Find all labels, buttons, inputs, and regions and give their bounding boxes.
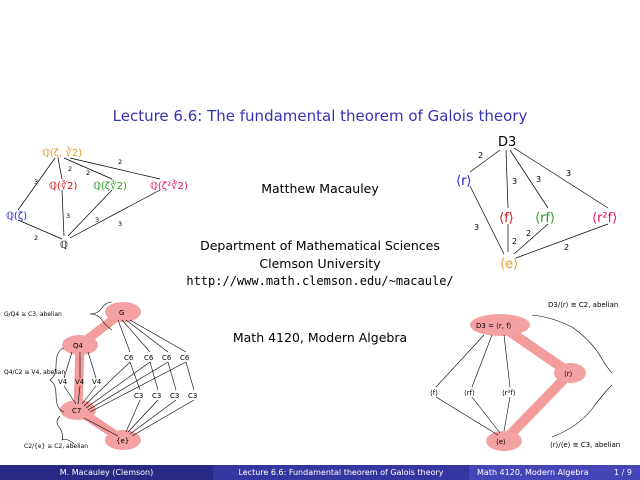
node-C6: C6 (144, 354, 154, 362)
annotation-bottom: C2/{e} ≅ C2, abelian (24, 443, 88, 450)
node-e: {e} (116, 437, 129, 445)
node-C6: C6 (124, 354, 134, 362)
edge-label: 3 (34, 178, 38, 186)
edge-label: 2 (86, 169, 90, 177)
slide-footer: M. Macauley (Clemson) Lecture 6.6: Funda… (0, 465, 640, 480)
edge-label: 3 (474, 223, 479, 232)
homepage-url: http://www.math.clemson.edu/~macaule/ (186, 274, 454, 288)
node-C6: C6 (162, 354, 172, 362)
node-V4: V4 (92, 378, 102, 386)
annotation-top: G/Q4 ≅ C3, abelian (4, 311, 62, 318)
node-r: ⟨r⟩ (564, 370, 573, 378)
footer-lecture: Lecture 6.6: Fundamental theorem of Galo… (213, 465, 469, 480)
chain-node-top (470, 314, 530, 336)
field-left-label: ℚ(ζ) (6, 211, 27, 222)
footer-page-number: 1 / 9 (614, 468, 632, 477)
chain-node-e (105, 430, 141, 450)
edge-label: 3 (536, 175, 541, 184)
d3-chain-lattice: D3 = ⟨r, f⟩ ⟨r⟩ ⟨f⟩ ⟨rf⟩ ⟨r²f⟩ ⟨e⟩ D3/⟨r… (430, 301, 620, 451)
annotation-mid: Q4/C2 ≅ V4, abelian (4, 369, 65, 376)
edge-label: 2 (512, 237, 517, 246)
node-Q4: Q4 (73, 342, 84, 350)
slide-title: Lecture 6.6: The fundamental theorem of … (112, 107, 528, 125)
edge-label: 2 (478, 151, 483, 160)
field-mid3-label: ℚ(ζ²∛2) (150, 179, 188, 192)
node-f: ⟨f⟩ (430, 389, 438, 397)
chain-node-e (486, 431, 522, 451)
edge-label: 2 (564, 243, 569, 252)
edge-label: 3 (66, 212, 70, 220)
node-C3: C3 (152, 392, 161, 400)
chain-node-r (554, 363, 586, 383)
edge-label: 3 (95, 216, 99, 224)
edge-label: 2 (118, 158, 122, 166)
group-rf-label: ⟨rf⟩ (535, 211, 555, 226)
node-r2f: ⟨r²f⟩ (502, 389, 516, 397)
field-top-label: ℚ(ζ, ∛2) (42, 146, 82, 159)
department: Department of Mathematical Sciences (200, 238, 440, 253)
field-bottom-label: ℚ (60, 240, 68, 251)
footer-author: M. Macauley (Clemson) (0, 465, 213, 480)
course-name: Math 4120, Modern Algebra (232, 330, 408, 345)
field-mid1-label: ℚ(∛2) (49, 179, 78, 192)
author-name: Matthew Macauley (261, 181, 379, 196)
node-C3: C3 (134, 392, 143, 400)
chain-node-Q4 (62, 335, 98, 355)
node-V4: V4 (75, 378, 85, 386)
node-V4: V4 (58, 378, 68, 386)
footer-course: Math 4120, Modern Algebra (477, 468, 589, 477)
field-mid2-label: ℚ(ζ∛2) (93, 179, 127, 192)
chain-node-C7 (60, 400, 96, 420)
edge-label: 3 (566, 169, 571, 178)
group-e-label: ⟨e⟩ (500, 257, 518, 272)
annotation-bottom: ⟨r⟩/⟨e⟩ ≅ C3, abelian (550, 441, 620, 449)
edge-label: 3 (512, 177, 517, 186)
edge-label: 2 (34, 234, 38, 242)
edge-label: 2 (68, 165, 72, 173)
node-rf: ⟨rf⟩ (464, 389, 475, 397)
annotation-top: D3/⟨r⟩ ≅ C2, abelian (548, 301, 618, 309)
group-lattice-diagram: D3 ⟨r⟩ ⟨f⟩ ⟨rf⟩ ⟨r²f⟩ ⟨e⟩ 2 3 3 3 3 2 2 … (456, 135, 617, 272)
node-C7: C7 (72, 407, 81, 415)
edge-label: 3 (118, 220, 122, 228)
edge-label: 2 (526, 229, 531, 238)
group-r2f-label: ⟨r²f⟩ (592, 211, 617, 226)
field-lattice-diagram: ℚ(ζ, ∛2) ℚ(∛2) ℚ(ζ∛2) ℚ(ζ²∛2) ℚ(ζ) ℚ 2 2… (6, 146, 188, 251)
group-f-label: ⟨f⟩ (499, 211, 514, 226)
node-C3: C3 (188, 392, 197, 400)
group-r-label: ⟨r⟩ (456, 174, 472, 189)
node-e: ⟨e⟩ (496, 438, 506, 446)
solvable-group-lattice: G Q4 C7 {e} V4 V4 V4 C6 C6 C6 C6 C3 C3 C… (4, 301, 197, 450)
university: Clemson University (259, 256, 381, 271)
group-top-label: D3 (498, 135, 516, 150)
node-G: G (119, 309, 124, 317)
node-C3: C3 (170, 392, 179, 400)
footer-right: Math 4120, Modern Algebra 1 / 9 (469, 465, 640, 480)
node-C6: C6 (180, 354, 190, 362)
node-top: D3 = ⟨r, f⟩ (476, 322, 512, 330)
chain-node-G (105, 302, 141, 322)
